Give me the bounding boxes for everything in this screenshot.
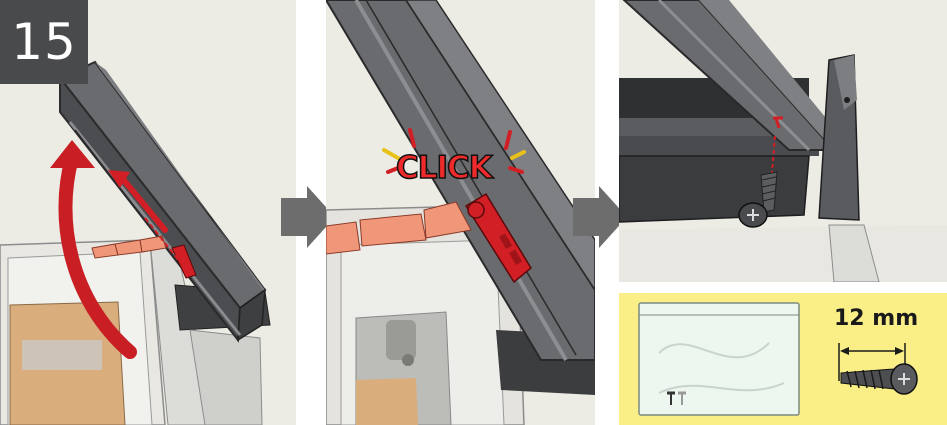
step-panel-lift-bar: 15 <box>0 0 296 425</box>
illustration-fix-with-screw <box>619 0 947 282</box>
step-panel-screw-fix <box>619 0 947 282</box>
screw-length-label: 12 mm <box>834 306 918 331</box>
click-sound-label: CLICK <box>396 150 492 186</box>
step-number-badge: 15 <box>0 0 88 84</box>
plastic-bag-icon <box>639 303 799 415</box>
step-panel-click-in: CLICK <box>326 0 595 425</box>
screw-icon <box>841 364 917 394</box>
parts-included-panel: 12 mm <box>619 293 947 425</box>
illustration-click-bracket <box>326 0 595 425</box>
